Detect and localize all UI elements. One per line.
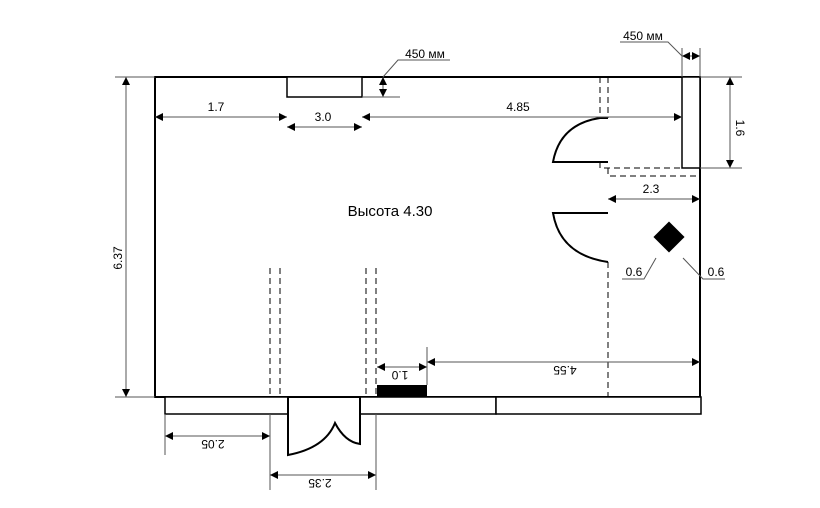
dim-object-a: 0.6 — [626, 265, 643, 279]
partition-walls — [269, 77, 700, 397]
dim-height-total: 6.37 — [111, 246, 125, 270]
dim-black-block: 1.0 — [391, 368, 408, 382]
dimension-lines — [115, 41, 742, 490]
black-block — [377, 385, 427, 397]
dim-niche-depth: 450 мм — [405, 47, 445, 61]
dim-bottom-right: 4.55 — [553, 363, 577, 377]
dim-top-right: 4.85 — [506, 100, 530, 114]
dim-entrance: 2.35 — [308, 476, 332, 490]
interior-doors — [551, 117, 609, 263]
black-square-object — [653, 221, 685, 253]
dim-top-left: 1.7 — [208, 100, 225, 114]
entrance-door — [287, 397, 361, 457]
bottom-strip — [164, 396, 702, 415]
dim-column-length: 1.6 — [733, 120, 747, 137]
right-column — [681, 76, 701, 169]
dim-object-b: 0.6 — [708, 265, 725, 279]
top-niche — [286, 76, 363, 98]
dim-bottom-left: 2.05 — [201, 437, 225, 451]
dim-right-room: 2.3 — [643, 182, 660, 196]
dim-niche-width: 3.0 — [315, 110, 332, 124]
dim-column-depth: 450 мм — [623, 29, 663, 43]
room-height-label: Высота 4.30 — [348, 203, 433, 220]
